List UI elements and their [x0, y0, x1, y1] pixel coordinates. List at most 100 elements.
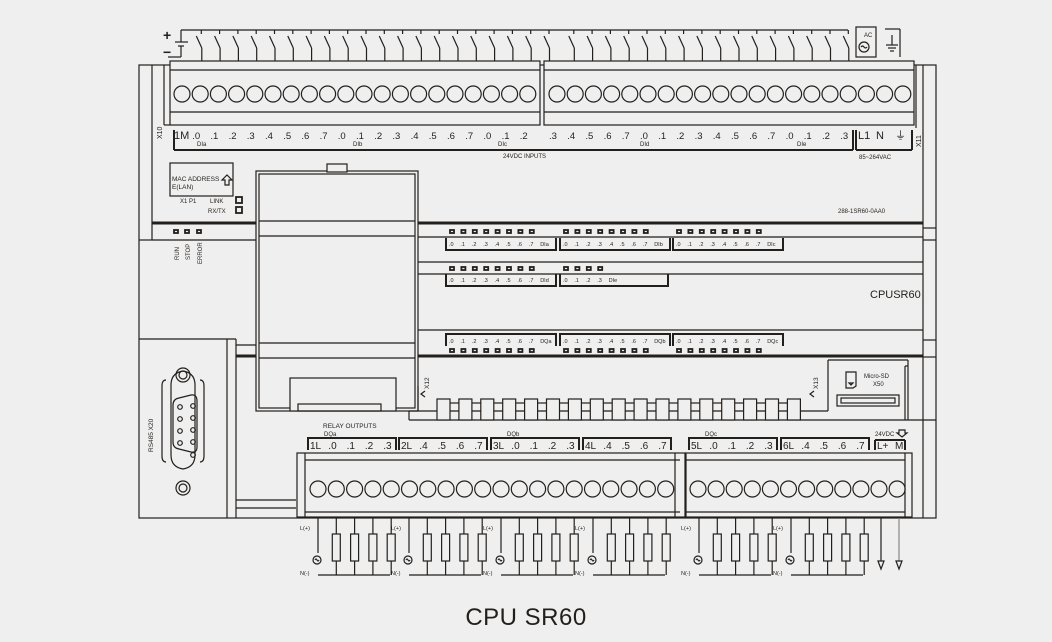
- switch-icon: [769, 35, 777, 49]
- bus-contact: [764, 398, 780, 421]
- terminal-label: .0: [511, 441, 520, 452]
- mac-arrow-icon: [220, 174, 234, 186]
- arrow-down-icon: [895, 560, 903, 571]
- led-bit-label: .3: [597, 339, 602, 345]
- microsd-slot[interactable]: Micro-SD X50: [836, 371, 900, 407]
- bus-contact: [699, 398, 714, 421]
- io-led: [471, 229, 478, 234]
- expansion-bus-connector: [436, 398, 802, 421]
- led-bit-label: .4: [722, 339, 727, 345]
- io-led: [698, 229, 705, 234]
- inputs-label: 24VDC INPUTS: [503, 154, 546, 160]
- led-group-name: DQc: [767, 339, 778, 345]
- terminal-label: .3: [764, 441, 773, 452]
- io-led: [517, 348, 524, 353]
- ac-wave: [589, 558, 595, 562]
- mac-address-label: MAC ADDRESS: [172, 176, 220, 183]
- io-led: [483, 266, 490, 271]
- terminal-screw: [784, 85, 803, 103]
- terminal-label: .2: [548, 441, 557, 452]
- terminal-label: .4: [419, 441, 428, 452]
- relay-outputs-label: RELAY OUTPUTS: [323, 423, 377, 430]
- terminal-screw: [346, 480, 364, 498]
- terminal-label: .1: [530, 441, 539, 452]
- terminal-label: .6: [301, 131, 309, 142]
- terminal-label: .5: [429, 131, 437, 142]
- io-led: [483, 229, 490, 234]
- model-label: CPUSR60: [870, 289, 921, 301]
- terminal-screw: [743, 480, 761, 498]
- load-circuit: L(+)N(-): [575, 518, 671, 577]
- io-led: [506, 229, 512, 234]
- terminal-screw: [382, 480, 400, 498]
- output-group-bracket: [398, 437, 488, 450]
- io-led: [563, 348, 569, 353]
- terminal-label: 2L: [401, 441, 413, 452]
- terminal-screw: [437, 480, 455, 498]
- load-resistor-icon: [477, 533, 487, 562]
- ac-source-icon: [587, 555, 597, 565]
- io-led: [585, 348, 592, 353]
- terminal-label-m: M: [895, 441, 903, 452]
- switch-icon: [214, 35, 221, 49]
- led-bit-label: .2: [586, 278, 591, 284]
- io-led: [494, 266, 501, 271]
- led-bracket: [559, 238, 671, 251]
- io-led: [449, 266, 455, 271]
- terminal-screw: [355, 85, 373, 103]
- io-led: [585, 229, 592, 234]
- terminal-label: .3: [840, 131, 848, 142]
- microsd-port: X50: [873, 382, 884, 388]
- led-bit-label: .3: [483, 339, 488, 345]
- group-die: DIe: [797, 142, 807, 148]
- load-resistor-icon: [350, 533, 360, 562]
- terminal-screw: [319, 85, 337, 103]
- terminal-screw: [693, 85, 712, 103]
- switch-icon: [305, 35, 313, 49]
- terminal-screw: [455, 480, 473, 498]
- db9-pin: [177, 404, 183, 410]
- switch-icon: [586, 35, 594, 49]
- terminal-label: .4: [567, 131, 575, 142]
- stop-led-label: STOP: [186, 244, 192, 260]
- terminal-screw: [528, 480, 547, 498]
- switch-icon: [543, 35, 551, 49]
- bus-contact: [633, 398, 648, 421]
- switch-icon: [824, 35, 832, 49]
- led-bit-label: .3: [597, 278, 602, 284]
- load-resistor-icon: [822, 533, 833, 562]
- db9-pin: [190, 403, 196, 409]
- led-bit-label: .1: [574, 278, 579, 284]
- terminal-label: .2: [520, 131, 528, 142]
- io-led: [517, 229, 524, 234]
- io-led: [642, 348, 649, 353]
- bus-contact: [436, 398, 451, 421]
- io-led: [620, 229, 626, 234]
- terminal-label: .4: [603, 441, 612, 452]
- load-resistor-icon: [749, 533, 759, 562]
- switch-icon: [732, 35, 740, 49]
- terminal-screw: [410, 85, 428, 103]
- led-bit-label: .1: [460, 242, 465, 248]
- led-bit-label: .4: [495, 278, 500, 284]
- io-led: [597, 348, 604, 353]
- io-led: [676, 348, 682, 353]
- io-led: [528, 229, 535, 234]
- io-led: [506, 266, 512, 271]
- terminal-label: .2: [746, 441, 755, 452]
- io-led: [574, 348, 581, 353]
- terminal-label: 1L: [310, 441, 322, 452]
- error-led-label: ERROR: [198, 242, 204, 264]
- terminal-screw: [725, 480, 743, 498]
- led-bit-label: .7: [529, 242, 534, 248]
- terminal-label: .6: [604, 131, 612, 142]
- terminal-screw: [548, 85, 566, 103]
- io-led: [563, 229, 569, 234]
- top-terminal-block: 1M.0.1.2.3.4.5.6.7.0.1.2.3.4.5.6.7.0.1.2…: [157, 60, 923, 215]
- terminal-screw: [761, 480, 780, 498]
- load-resistor-icon: [459, 533, 469, 562]
- led-bit-label: .6: [744, 242, 749, 248]
